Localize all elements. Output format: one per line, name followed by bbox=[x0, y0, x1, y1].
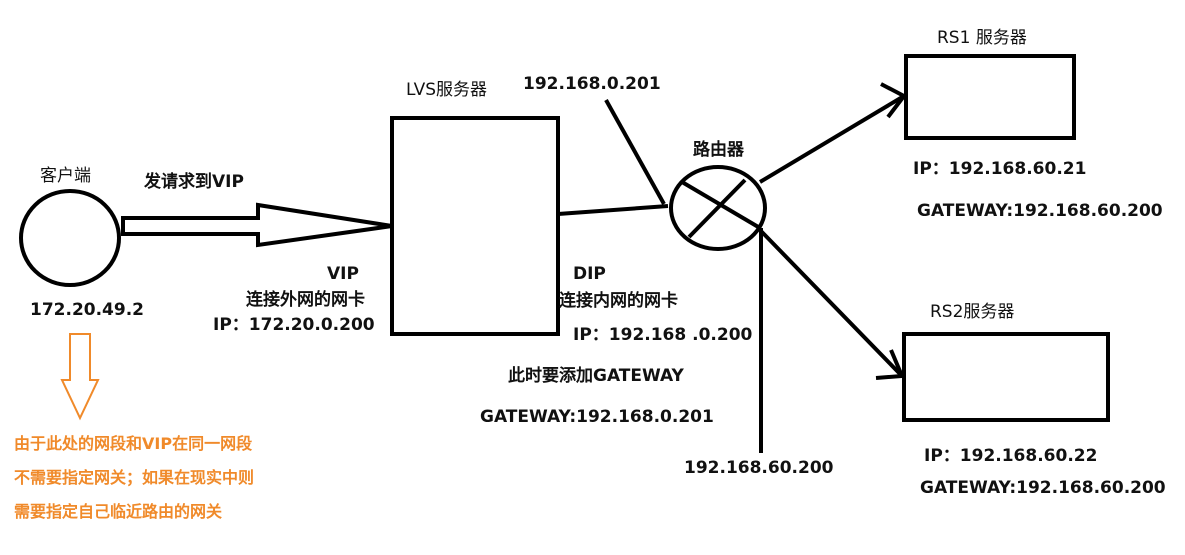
rs1-server-box bbox=[904, 54, 1076, 140]
rs2-server-box bbox=[902, 332, 1110, 422]
vip-title: VIP bbox=[327, 264, 359, 284]
vip-desc: 连接外网的网卡 bbox=[246, 290, 365, 310]
client-ip: 172.20.49.2 bbox=[30, 300, 145, 320]
dip-title: DIP bbox=[573, 264, 606, 284]
rs1-gateway: GATEWAY:192.168.60.200 bbox=[917, 201, 1163, 221]
router-title: 路由器 bbox=[693, 140, 744, 160]
lvs-title: LVS服务器 bbox=[406, 80, 488, 100]
router-rs2-link bbox=[758, 228, 904, 378]
lvs-gateway-note: 此时要添加GATEWAY bbox=[508, 366, 684, 386]
lvs-server-box bbox=[390, 116, 560, 336]
lvs-gateway: GATEWAY:192.168.0.201 bbox=[480, 407, 714, 427]
rs2-gateway: GATEWAY:192.168.60.200 bbox=[920, 478, 1166, 498]
rs1-title: RS1 服务器 bbox=[937, 28, 1027, 48]
lvs-router-link bbox=[557, 204, 669, 216]
request-arrow bbox=[121, 202, 393, 248]
router-ip-bottom: 192.168.60.200 bbox=[684, 458, 834, 478]
rs1-arrowhead bbox=[880, 82, 908, 119]
rs2-ip: IP：192.168.60.22 bbox=[924, 446, 1098, 466]
note-line-3: 需要指定自己临近路由的网关 bbox=[14, 502, 223, 521]
router-node bbox=[669, 165, 767, 251]
client-node bbox=[19, 189, 121, 287]
router-rs1-link bbox=[758, 94, 906, 184]
note-down-arrow bbox=[60, 333, 100, 421]
client-title: 客户端 bbox=[40, 166, 91, 186]
note-line-1: 由于此处的网段和VIP在同一网段 bbox=[14, 434, 253, 453]
router-top-ip-pointer bbox=[604, 99, 666, 205]
request-label: 发请求到VIP bbox=[144, 172, 244, 192]
rs1-ip: IP：192.168.60.21 bbox=[913, 159, 1087, 179]
dip-ip: IP：192.168 .0.200 bbox=[573, 325, 753, 345]
dip-desc: 连接内网的网卡 bbox=[559, 291, 678, 311]
note-line-2: 不需要指定网关；如果在现实中则 bbox=[14, 468, 255, 487]
router-cross-b bbox=[687, 178, 747, 239]
router-ip-top: 192.168.0.201 bbox=[523, 74, 661, 94]
rs2-title: RS2服务器 bbox=[930, 302, 1015, 322]
vip-ip: IP：172.20.0.200 bbox=[213, 315, 375, 335]
